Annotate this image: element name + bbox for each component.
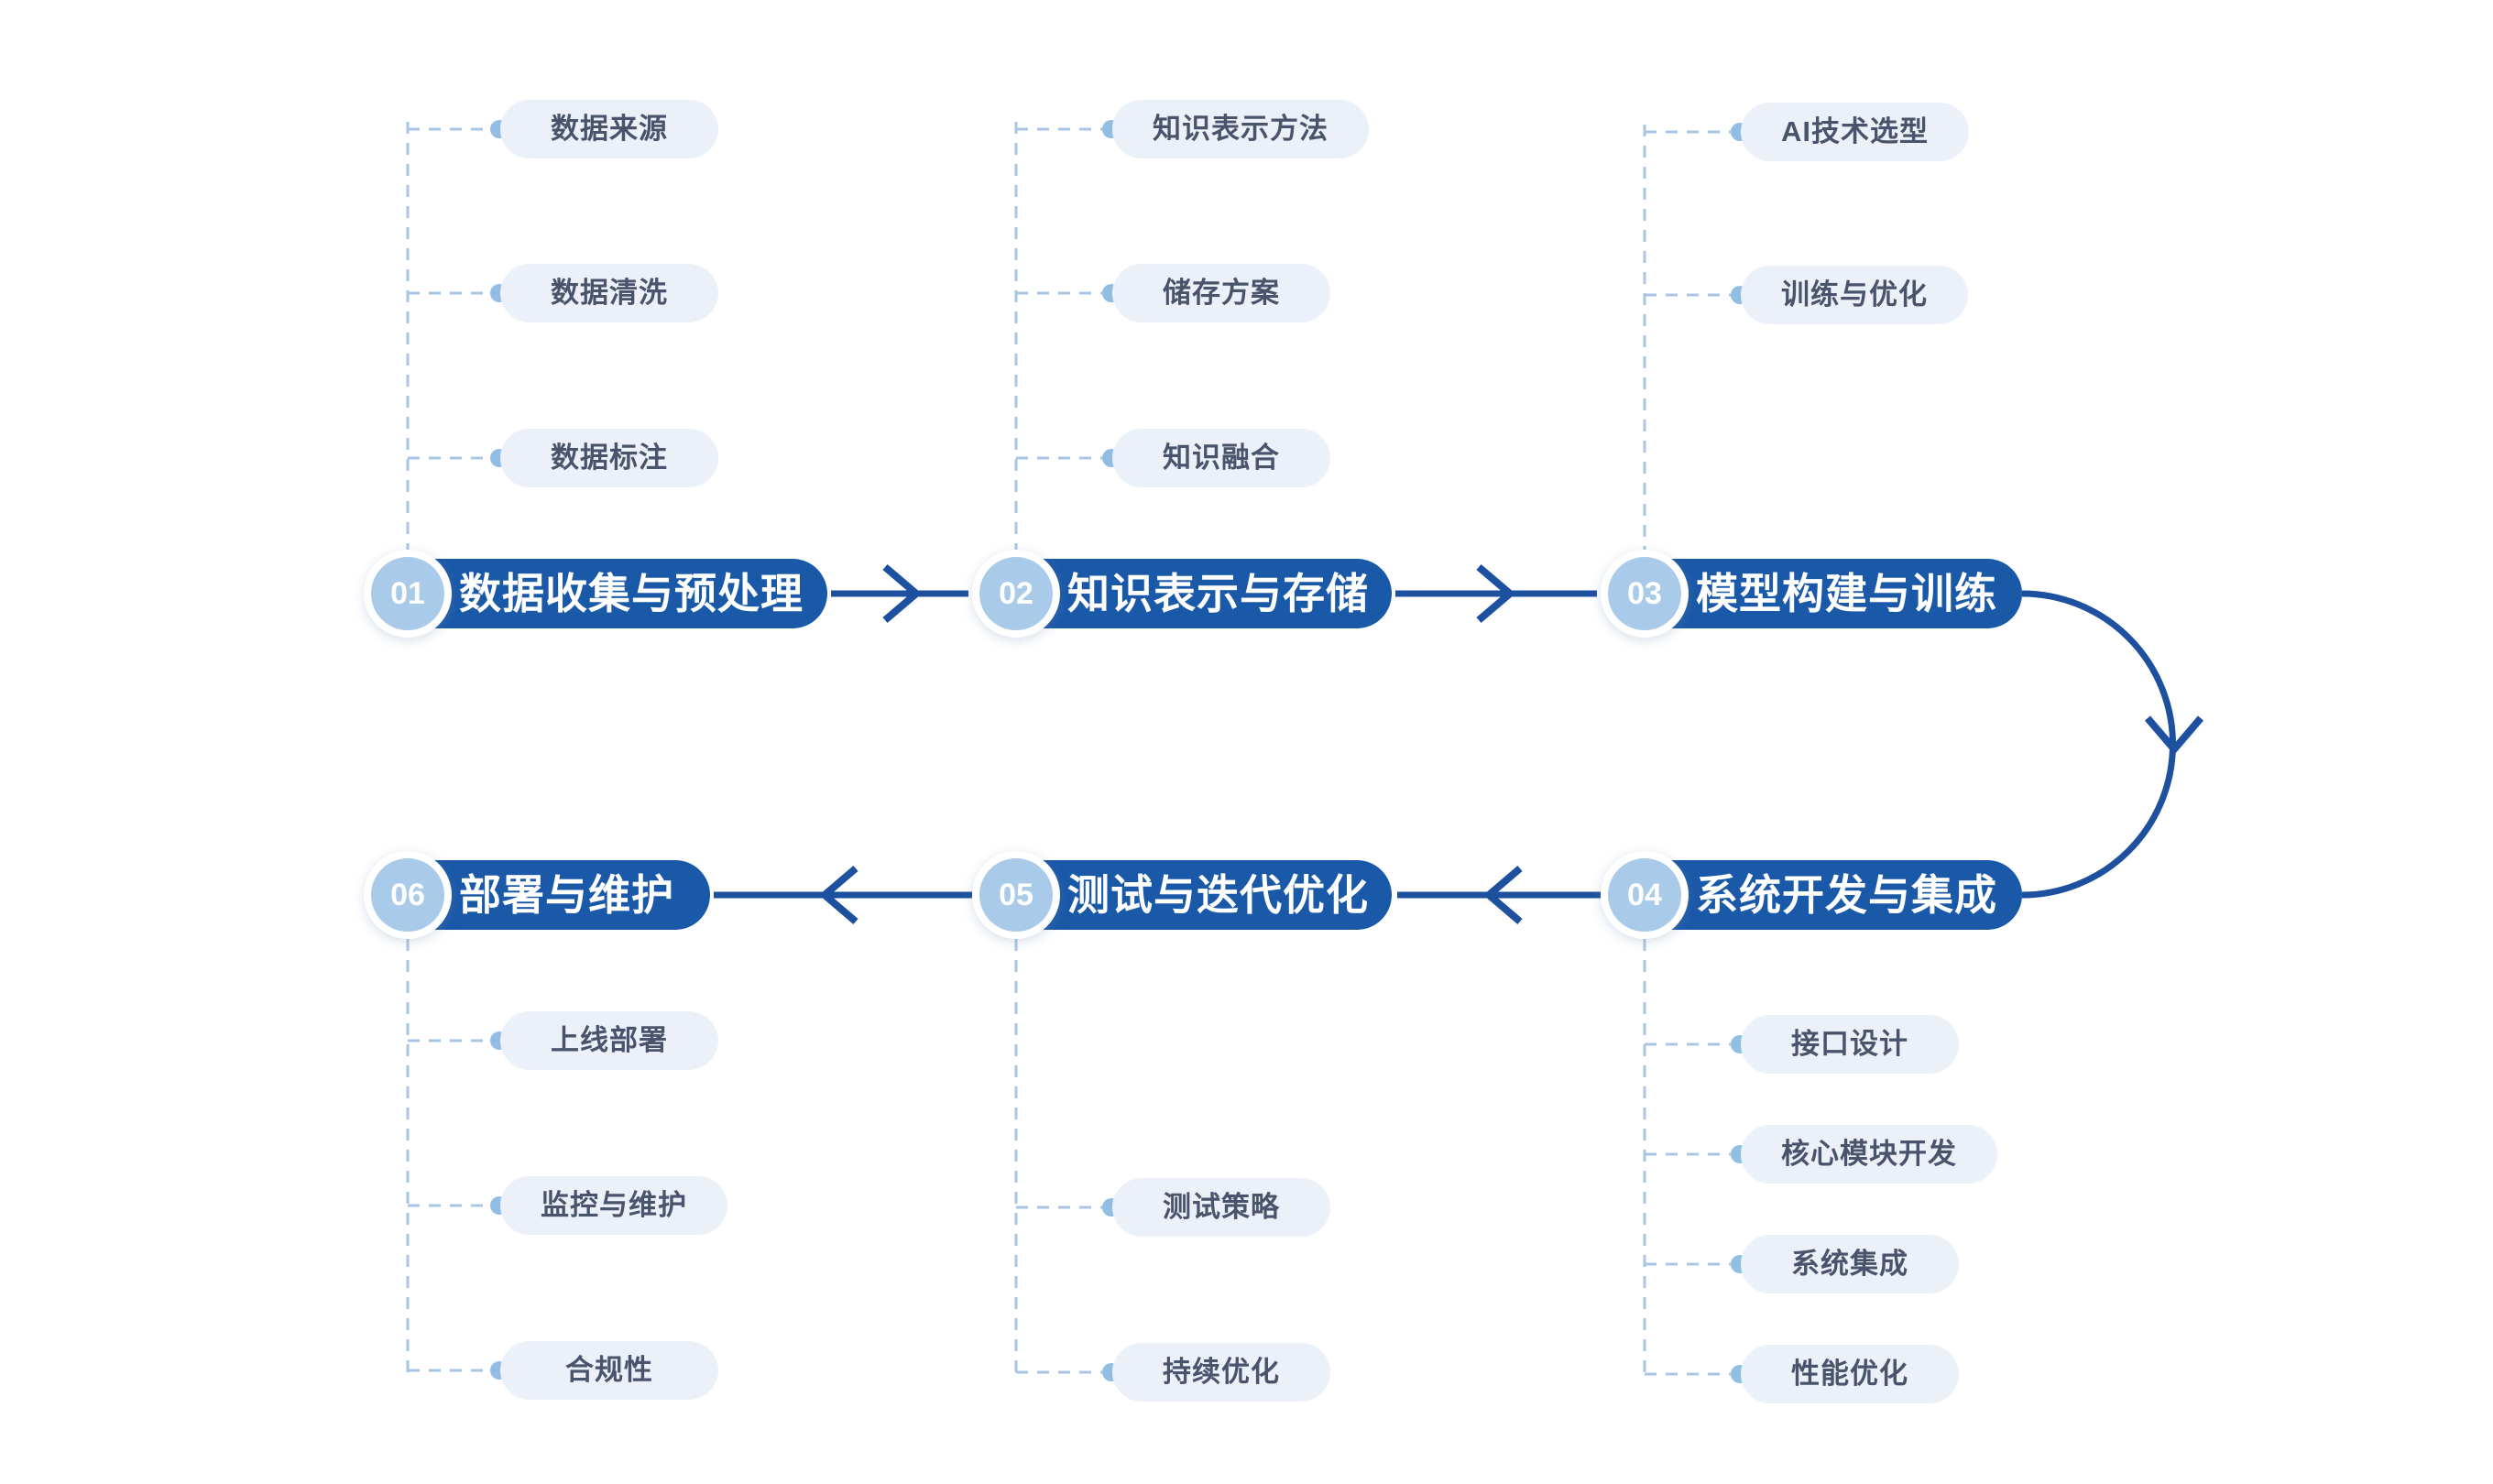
subitem-connectors-stage-01: [406, 120, 508, 550]
sub-item-stage06-1: 上线部署: [500, 1011, 718, 1070]
stage-06-label: 部署与维护: [389, 860, 710, 930]
sub-item-stage04-3: 系统集成: [1741, 1235, 1959, 1293]
sub-item-stage01-1: 数据来源: [500, 100, 718, 158]
stage-02-label: 知识表示与存储: [998, 559, 1392, 628]
sub-item-stage04-1: 接口设计: [1741, 1015, 1959, 1074]
sub-item-stage03-1: AI技术选型: [1741, 103, 1969, 161]
stage-node-05: 05 测试与迭代优化: [972, 851, 1392, 939]
stage-04-label: 系统开发与集成: [1626, 860, 2022, 930]
stage-03-label: 模型构建与训练: [1626, 559, 2022, 628]
sub-item-stage06-3: 合规性: [500, 1341, 718, 1400]
subitem-connectors-stage-06: [406, 939, 508, 1380]
stage-05-label: 测试与迭代优化: [998, 860, 1392, 930]
stage-05-number-badge: 05: [972, 851, 1060, 939]
sub-item-stage01-2: 数据清洗: [500, 264, 718, 322]
stage-node-03: 03 模型构建与训练: [1601, 550, 2022, 638]
subitem-connectors-stage-03: [1643, 123, 1749, 550]
sub-item-stage05-2: 持续优化: [1112, 1343, 1330, 1402]
subitem-connectors-stage-05: [1014, 939, 1121, 1381]
stage-06-number-badge: 06: [364, 851, 452, 939]
sub-item-stage01-3: 数据标注: [500, 429, 718, 487]
stage-node-06: 06 部署与维护: [364, 851, 710, 939]
stage-03-number-badge: 03: [1601, 550, 1689, 638]
stage-node-04: 04 系统开发与集成: [1601, 851, 2022, 939]
arrow-stage-01-to-02: [831, 563, 968, 624]
stage-01-number-badge: 01: [364, 550, 452, 638]
sub-item-stage02-2: 储存方案: [1112, 264, 1330, 322]
stage-01-label: 数据收集与预处理: [389, 559, 827, 628]
subitem-connectors-stage-04: [1643, 939, 1749, 1383]
arrow-stage-05-to-06: [714, 865, 972, 925]
sub-item-stage04-2: 核心模块开发: [1741, 1125, 1997, 1184]
arrow-stage-02-to-03: [1395, 563, 1597, 624]
sub-item-stage02-1: 知识表示方法: [1112, 100, 1369, 158]
sub-item-stage03-2: 训练与优化: [1741, 266, 1968, 324]
sub-item-stage02-3: 知识融合: [1112, 429, 1330, 487]
arrow-stage-04-to-05: [1397, 865, 1601, 925]
sub-item-stage05-1: 测试策略: [1112, 1178, 1330, 1237]
stage-04-number-badge: 04: [1601, 851, 1689, 939]
stage-node-01: 01 数据收集与预处理: [364, 550, 827, 638]
sub-item-stage04-4: 性能优化: [1741, 1345, 1959, 1403]
stage-node-02: 02 知识表示与存储: [972, 550, 1392, 638]
stage-02-number-badge: 02: [972, 550, 1060, 638]
subitem-connectors-stage-02: [1014, 120, 1121, 550]
sub-item-stage06-2: 监控与维护: [500, 1176, 727, 1235]
arrow-stage-03-to-04-curve: [2021, 590, 2204, 899]
